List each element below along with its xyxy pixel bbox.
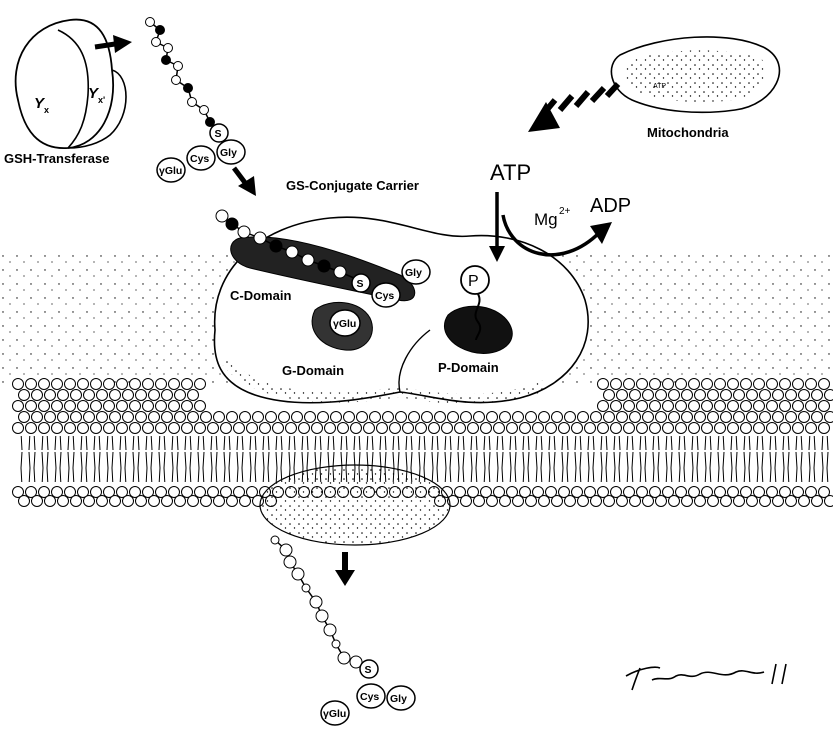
gsh-transferase-enzyme: Y x Y x' GSH-Transferase xyxy=(4,20,126,166)
membrane-tails xyxy=(18,436,833,482)
c-domain-label: C-Domain xyxy=(230,288,291,303)
export-sulfur-label: S xyxy=(365,664,372,676)
adp-label: ADP xyxy=(590,195,631,217)
artist-signature xyxy=(626,664,786,690)
yxp-subscript: x' xyxy=(98,95,105,105)
gs-conjugate-exported xyxy=(271,536,366,668)
mito-atp-label: ATP xyxy=(653,83,666,90)
p-domain-label: P-Domain xyxy=(438,360,499,375)
export-cys-label: Cys xyxy=(360,691,379,703)
bound-sulfur-label: S xyxy=(357,278,364,290)
phosphate-label: P xyxy=(468,273,479,290)
bound-gly-label: Gly xyxy=(405,267,422,279)
atp-supply-arrow xyxy=(528,84,618,132)
mg-superscript: 2+ xyxy=(559,206,571,217)
export-arrow xyxy=(335,552,355,586)
export-gly-label: Gly xyxy=(390,693,407,705)
cys-label: Cys xyxy=(190,153,209,165)
carrier-label: GS-Conjugate Carrier xyxy=(286,178,419,193)
bound-gamma-glu-label: γGlu xyxy=(333,318,356,330)
binding-arrow xyxy=(234,168,256,196)
gs-conjugate-top xyxy=(146,18,215,131)
gsh-transferase-label: GSH-Transferase xyxy=(4,151,110,166)
bound-cys-label: Cys xyxy=(375,290,394,302)
gs-conjugate-top-residues: S γGlu Cys Gly xyxy=(157,124,245,182)
yx-subscript: x xyxy=(44,105,49,115)
mitochondria-label: Mitochondria xyxy=(647,125,729,140)
sulfur-label: S xyxy=(215,128,222,140)
mitochondria: ATP Mitochondria xyxy=(611,37,779,140)
gs-conjugate-exported-residues: S γGlu Cys Gly xyxy=(321,660,415,725)
g-domain-label: G-Domain xyxy=(282,363,344,378)
mg-label: Mg xyxy=(534,210,558,229)
export-gamma-glu-label: γGlu xyxy=(323,708,346,720)
atp-label: ATP xyxy=(490,160,531,185)
gly-label: Gly xyxy=(220,147,237,159)
gamma-glu-label: γGlu xyxy=(159,165,182,177)
